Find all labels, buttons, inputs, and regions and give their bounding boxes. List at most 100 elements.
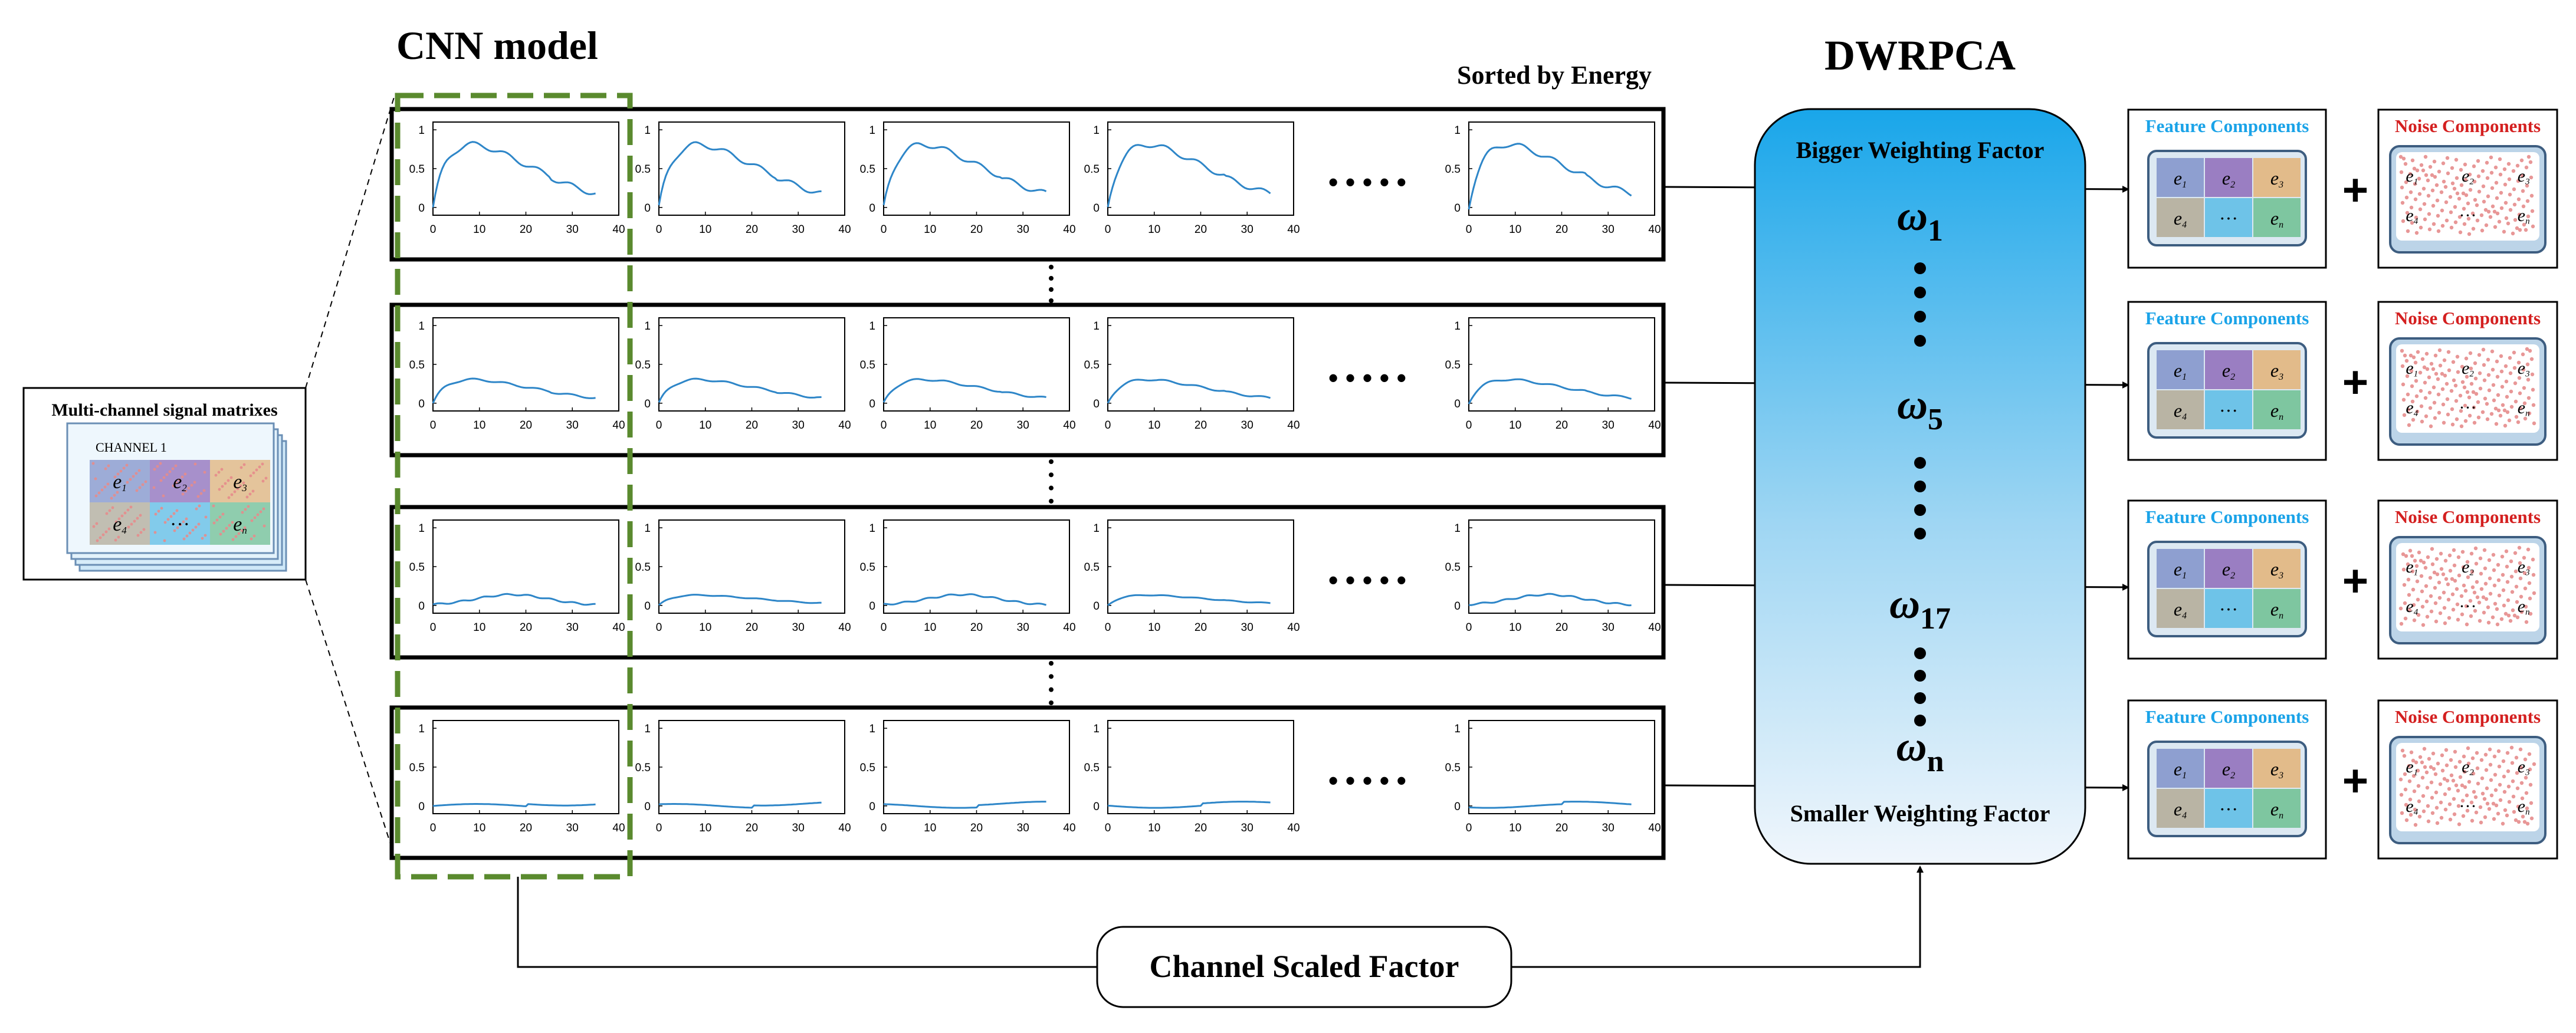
- noise-dot: [2516, 360, 2521, 365]
- noise-dot: [2509, 559, 2513, 564]
- y-tick-label: 0.5: [1445, 359, 1461, 371]
- x-tick-label: 40: [1063, 223, 1075, 236]
- feature-title: Feature Components: [2145, 308, 2309, 328]
- noise-dot: [2417, 799, 2421, 804]
- noise-dot: [2429, 424, 2433, 429]
- x-tick-label: 20: [970, 822, 983, 834]
- noise-dot: [2427, 390, 2432, 395]
- noise-dot: [2411, 417, 2416, 422]
- noise-dot: [2466, 575, 2470, 580]
- noise-dot: [2486, 605, 2490, 610]
- x-tick-label: 30: [1017, 419, 1029, 432]
- noise-dot: [2477, 371, 2482, 376]
- x-tick-label: 40: [1063, 822, 1075, 834]
- y-tick-label: 0: [1454, 801, 1461, 813]
- noise-dot: [2416, 613, 2421, 617]
- x-tick-label: 40: [1287, 419, 1300, 432]
- noise-dot: [2520, 173, 2525, 178]
- noise-dot: [2452, 378, 2456, 383]
- noise-dot: [2462, 769, 2467, 774]
- noise-dot: [2470, 818, 2475, 823]
- noise-dot: [2459, 183, 2464, 187]
- noise-dot: [2505, 394, 2509, 399]
- y-tick-label: 0: [644, 398, 651, 410]
- x-tick-label: 30: [1241, 621, 1253, 634]
- noise-dot: [2454, 783, 2459, 788]
- noise-dot: [2463, 177, 2468, 182]
- noise-dot: [2513, 569, 2518, 574]
- noise-dot: [2473, 608, 2477, 613]
- noise-dot: [2443, 373, 2447, 378]
- noise-dot: [2411, 355, 2416, 360]
- noise-dot: [2446, 350, 2451, 354]
- noise-dot: [2412, 789, 2417, 794]
- noise-dot: [2404, 358, 2409, 363]
- x-tick-label: 10: [473, 419, 485, 432]
- noise-dot: [2420, 419, 2424, 424]
- x-tick-label: 20: [970, 419, 983, 432]
- channel-scaled-path: Channel Scaled Factor: [517, 866, 1924, 1008]
- noise-dot: [2442, 179, 2446, 184]
- noise-dot: [2430, 173, 2434, 177]
- noise-dot: [2449, 389, 2454, 393]
- feature-cell: ···: [2205, 789, 2252, 828]
- noise-dot: [2505, 751, 2510, 755]
- x-tick-label: 0: [1105, 223, 1111, 236]
- y-tick-label: 1: [1454, 723, 1461, 735]
- noise-dot: [2506, 784, 2511, 789]
- noise-dot: [2403, 787, 2408, 792]
- energy-curve: [432, 377, 596, 404]
- noise-dot: [2400, 364, 2405, 369]
- noise-dot: [2472, 420, 2477, 425]
- noise-label: ···: [2459, 797, 2477, 816]
- dwrpca-panel: Bigger Weighting Factor Smaller Weightin…: [1754, 108, 2086, 865]
- noise-dot: [2502, 789, 2507, 794]
- noise-dot: [2422, 746, 2427, 751]
- noise-dot: [2422, 202, 2427, 206]
- noise-dot: [2476, 159, 2480, 163]
- noise-dot: [2404, 180, 2408, 185]
- feature-cell: e2: [2205, 549, 2252, 588]
- y-tick-label: 1: [869, 124, 875, 137]
- noise-dot: [2467, 395, 2472, 400]
- noise-dot: [2509, 404, 2514, 409]
- vertical-dot: [1049, 700, 1054, 705]
- noise-dot: [2504, 549, 2509, 554]
- noise-dot: [2411, 587, 2416, 592]
- noise-dot: [2447, 616, 2452, 620]
- noise-dot: [2425, 785, 2430, 790]
- noise-dot: [2516, 197, 2521, 202]
- noise-dot: [2418, 207, 2423, 212]
- noise-dot: [2495, 359, 2499, 364]
- noise-dot: [2514, 414, 2519, 419]
- noise-dot: [2508, 356, 2512, 360]
- feature-cell-label: ···: [2219, 208, 2238, 229]
- noise-dot: [2475, 203, 2479, 208]
- noise-dot: [2415, 168, 2420, 173]
- noise-dot: [2505, 813, 2509, 818]
- noise-dot: [2448, 817, 2453, 822]
- noise-dot: [2519, 610, 2524, 614]
- noise-dot: [2488, 591, 2493, 596]
- x-tick-label: 40: [838, 419, 851, 432]
- noise-dot: [2482, 797, 2487, 801]
- noise-dot: [2511, 794, 2516, 799]
- noise-dot: [2513, 551, 2518, 555]
- noise-dot: [2462, 222, 2467, 226]
- noise-dot: [2462, 385, 2467, 390]
- noise-dot: [2434, 805, 2439, 810]
- x-tick-label: 20: [1556, 223, 1568, 236]
- noise-dot: [2398, 777, 2403, 782]
- noise-dot: [2482, 363, 2486, 367]
- noise-dot: [2449, 773, 2454, 778]
- y-tick-label: 0.5: [409, 163, 425, 176]
